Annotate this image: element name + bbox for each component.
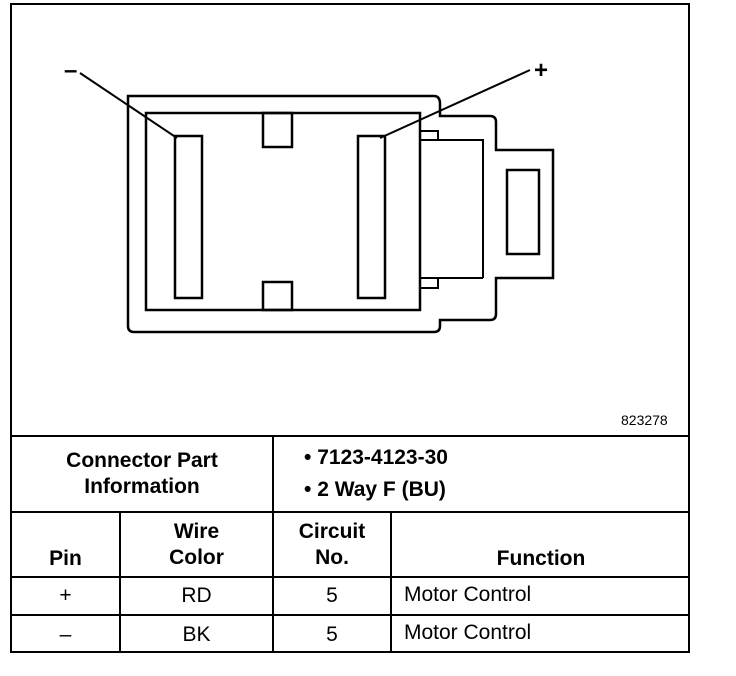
key-top [261, 111, 294, 149]
table-top-rule [10, 435, 690, 437]
table-divider [272, 435, 274, 653]
terminal-minus [173, 134, 204, 300]
table-row-wire-color: RD [181, 584, 212, 607]
latch-housing [420, 139, 484, 279]
list-item: • 2 Way F (BU) [304, 478, 446, 501]
key-bottom [261, 280, 294, 312]
table-divider [119, 511, 121, 653]
table-row-function: Motor Control [404, 621, 532, 644]
connector-info-label: Connector Part Information [66, 449, 218, 498]
connector-diagram: – + [64, 57, 555, 334]
table-row-pin: – [59, 622, 72, 646]
table-rule [10, 511, 690, 513]
connector-inner-outline [144, 111, 422, 312]
list-item: • 7123-4123-30 [304, 446, 448, 469]
table-row-function: Motor Control [404, 583, 532, 606]
minus-label: – [64, 57, 77, 84]
figure-frame [10, 3, 690, 653]
minus-leader-line [79, 72, 178, 139]
header-pin: Pin [49, 547, 82, 570]
table-divider [390, 511, 392, 653]
table-row-wire-color: BK [182, 622, 211, 646]
plus-leader-line [379, 69, 531, 139]
table-rule [10, 576, 690, 578]
header-wire-color: Wire Color [169, 519, 224, 569]
terminal-plus [356, 134, 387, 300]
plus-label: + [534, 57, 548, 84]
part-info-list: • 7123-4123-30 • 2 Way F (BU) [304, 442, 448, 506]
header-circuit-no: Circuit No. [298, 519, 366, 569]
table-row-circuit: 5 [326, 584, 338, 607]
table-rule [10, 614, 690, 616]
latch-window [505, 168, 541, 256]
table-row-pin: + [59, 584, 72, 607]
table-row-circuit: 5 [326, 622, 338, 646]
connector-body-outline [126, 94, 555, 334]
header-function: Function [496, 547, 586, 570]
figure-id: 823278 [621, 412, 668, 428]
